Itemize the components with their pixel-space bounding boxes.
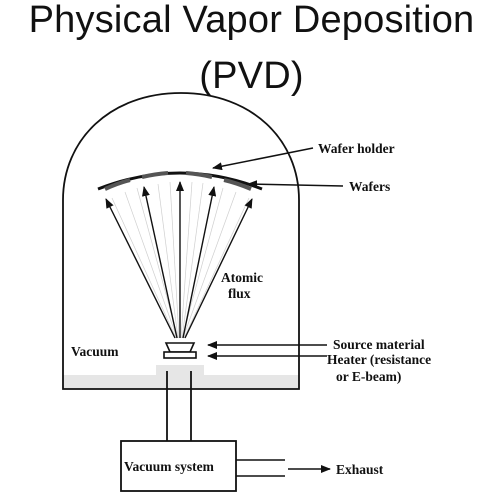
wafer	[104, 178, 131, 191]
exhaust-label: Exhaust	[336, 462, 384, 477]
atomic-flux-label-line2: flux	[228, 286, 251, 301]
flux-arrow	[142, 186, 178, 339]
source-crucible	[164, 342, 196, 353]
pump-port-shade	[156, 365, 204, 389]
wafer-holder-label: Wafer holder	[318, 141, 395, 156]
atomic-flux-spray	[111, 181, 250, 339]
heater-label-line2: or E-beam)	[336, 369, 401, 384]
flux-arrow	[184, 198, 253, 339]
atomic-flux-label-line1: Atomic	[221, 270, 263, 285]
heater	[163, 351, 197, 359]
vacuum-system-box	[120, 440, 237, 492]
heater-label-line1: Heater (resistance	[327, 352, 431, 367]
wafers-label: Wafers	[349, 179, 390, 194]
title-line-2: (PVD)	[199, 55, 304, 97]
vacuum-label: Vacuum	[71, 344, 119, 359]
source-material-label: Source material	[333, 337, 425, 352]
atomic-flux-arrows	[105, 181, 253, 339]
flux-arrow	[105, 198, 176, 339]
wafer	[141, 171, 169, 179]
bell-jar-chamber	[62, 92, 300, 390]
wafers-pointer	[247, 180, 344, 189]
vacuum-system-label: Vacuum system	[124, 459, 215, 474]
flux-arrow	[182, 186, 217, 339]
wafer-holder-pointer	[212, 147, 314, 171]
title-line-1: Physical Vapor Deposition	[28, 0, 475, 41]
wafer	[185, 171, 213, 179]
